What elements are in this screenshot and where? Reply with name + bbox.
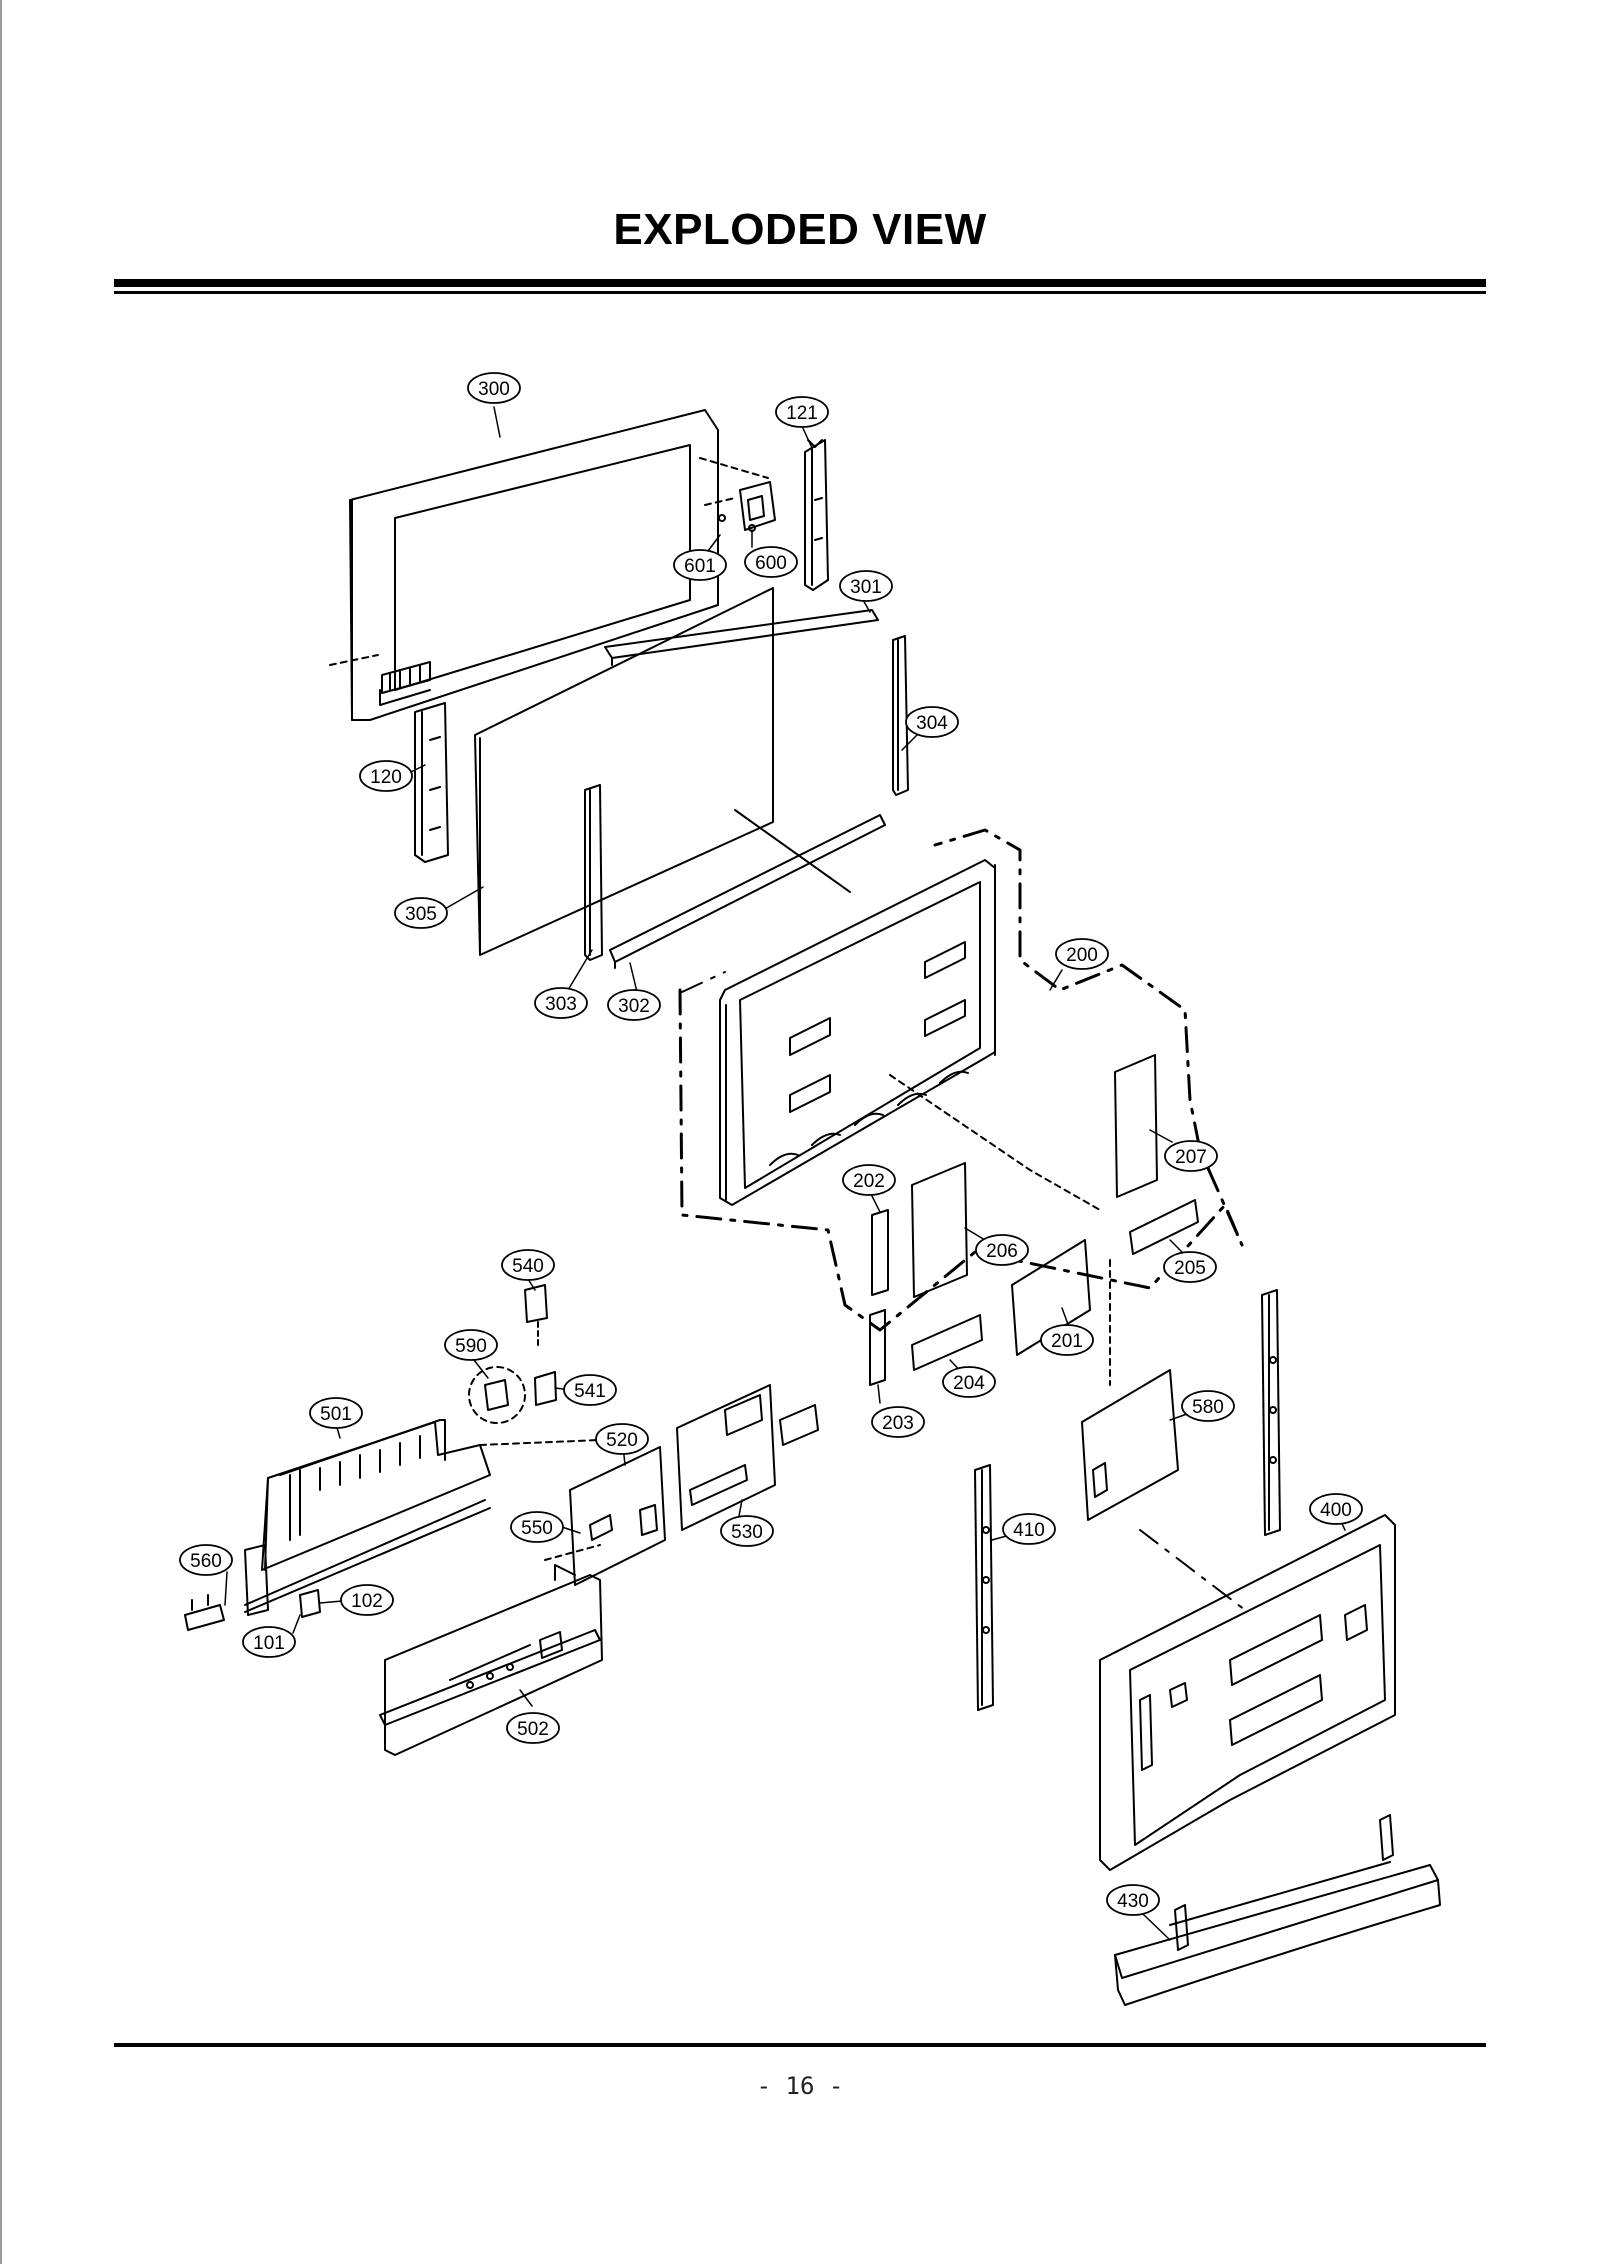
callout-label: 501: [320, 1404, 352, 1425]
page-number: - 16 -: [756, 2072, 844, 2100]
callout-305: 305: [394, 897, 448, 929]
leader-lines: [224, 406, 1346, 1941]
callout-501: 501: [309, 1397, 363, 1429]
controls-560-101-102: [184, 1589, 321, 1631]
callout-label: 300: [478, 379, 510, 400]
callout-label: 430: [1117, 1891, 1149, 1912]
callout-204: 204: [942, 1366, 996, 1398]
boards-201-207: [869, 1054, 1199, 1386]
callout-label: 303: [545, 994, 577, 1015]
right-speaker-121: [699, 439, 829, 591]
callout-label: 541: [574, 1381, 606, 1402]
callout-label: 200: [1066, 945, 1098, 966]
callout-530: 530: [720, 1515, 774, 1547]
callout-102: 102: [340, 1584, 394, 1616]
page-title: EXPLODED VIEW: [613, 205, 987, 254]
callout-207: 207: [1164, 1140, 1218, 1172]
title-rule-thin: [114, 291, 1486, 294]
callout-label: 201: [1051, 1331, 1083, 1352]
callout-601: 601: [673, 549, 727, 581]
glass-filter-305: [474, 587, 774, 956]
callout-label: 121: [786, 403, 818, 424]
callout-label: 302: [618, 996, 650, 1017]
callout-label: 550: [521, 1518, 553, 1539]
callout-label: 601: [684, 556, 716, 577]
callout-label: 203: [882, 1413, 914, 1434]
callout-label: 520: [606, 1430, 638, 1451]
callout-201: 201: [1040, 1324, 1094, 1356]
callout-200: 200: [1055, 938, 1109, 970]
chassis-200: [678, 828, 1244, 1332]
callout-202: 202: [842, 1164, 896, 1196]
callout-label: 580: [1192, 1397, 1224, 1418]
main-bracket-501: [244, 1419, 601, 1616]
callout-304: 304: [905, 706, 959, 738]
callout-560: 560: [179, 1544, 233, 1576]
callout-label: 102: [351, 1591, 383, 1612]
callout-600: 600: [744, 546, 798, 578]
bracket-600-601: [704, 481, 776, 532]
callout-540: 540: [501, 1249, 555, 1281]
callout-205: 205: [1163, 1251, 1217, 1283]
stand-base-430: [1114, 1814, 1441, 2006]
title-rule-thick: [114, 279, 1486, 287]
boards-520-530-550: [554, 1384, 819, 1586]
callout-541: 541: [563, 1374, 617, 1406]
callout-label: 205: [1174, 1258, 1206, 1279]
callout-label: 540: [512, 1256, 544, 1277]
callout-520: 520: [595, 1423, 649, 1455]
callout-label: 400: [1320, 1500, 1352, 1521]
stand-bracket-410: [974, 1464, 994, 1711]
callout-303: 303: [534, 987, 588, 1019]
callout-580: 580: [1181, 1390, 1235, 1422]
callout-550: 550: [510, 1511, 564, 1543]
frame-bars-301-302: [604, 609, 886, 969]
callout-label: 305: [405, 904, 437, 925]
callout-101: 101: [242, 1626, 296, 1658]
small-parts-540-590-541: [468, 1284, 557, 1424]
left-speaker-120: [414, 702, 449, 863]
callout-label: 204: [953, 1373, 985, 1394]
stand-bracket-right: [1261, 1289, 1281, 1536]
callout-302: 302: [607, 989, 661, 1021]
callout-206: 206: [975, 1234, 1029, 1266]
callout-label: 207: [1175, 1147, 1207, 1168]
board-580: [1081, 1369, 1179, 1521]
callout-label: 560: [190, 1551, 222, 1572]
callout-430: 430: [1106, 1884, 1160, 1916]
rear-panel-502: [379, 1544, 603, 1756]
callout-label: 101: [253, 1633, 285, 1654]
front-bezel-300: [329, 409, 719, 721]
callout-590: 590: [444, 1329, 498, 1361]
callout-label: 502: [517, 1719, 549, 1740]
callout-410: 410: [1002, 1513, 1056, 1545]
footer-rule: [114, 2043, 1486, 2047]
callout-label: 120: [370, 767, 402, 788]
side-brackets-303-304: [584, 635, 909, 961]
callout-301: 301: [839, 570, 893, 602]
callout-label: 530: [731, 1522, 763, 1543]
callout-203: 203: [871, 1406, 925, 1438]
callout-label: 600: [755, 553, 787, 574]
callout-label: 410: [1013, 1520, 1045, 1541]
callout-label: 206: [986, 1241, 1018, 1262]
page-left-edge: [0, 0, 2, 2264]
back-cover-400: [1099, 1514, 1396, 1871]
callouts: 300 121 601 600 301 304 120 305 303 302 …: [179, 372, 1363, 1916]
callout-121: 121: [775, 396, 829, 428]
callout-502: 502: [506, 1712, 560, 1744]
callout-120: 120: [359, 760, 413, 792]
callout-label: 301: [850, 577, 882, 598]
callout-label: 304: [916, 713, 948, 734]
callout-label: 590: [455, 1336, 487, 1357]
callout-300: 300: [467, 372, 521, 404]
callout-400: 400: [1309, 1493, 1363, 1525]
callout-label: 202: [853, 1171, 885, 1192]
